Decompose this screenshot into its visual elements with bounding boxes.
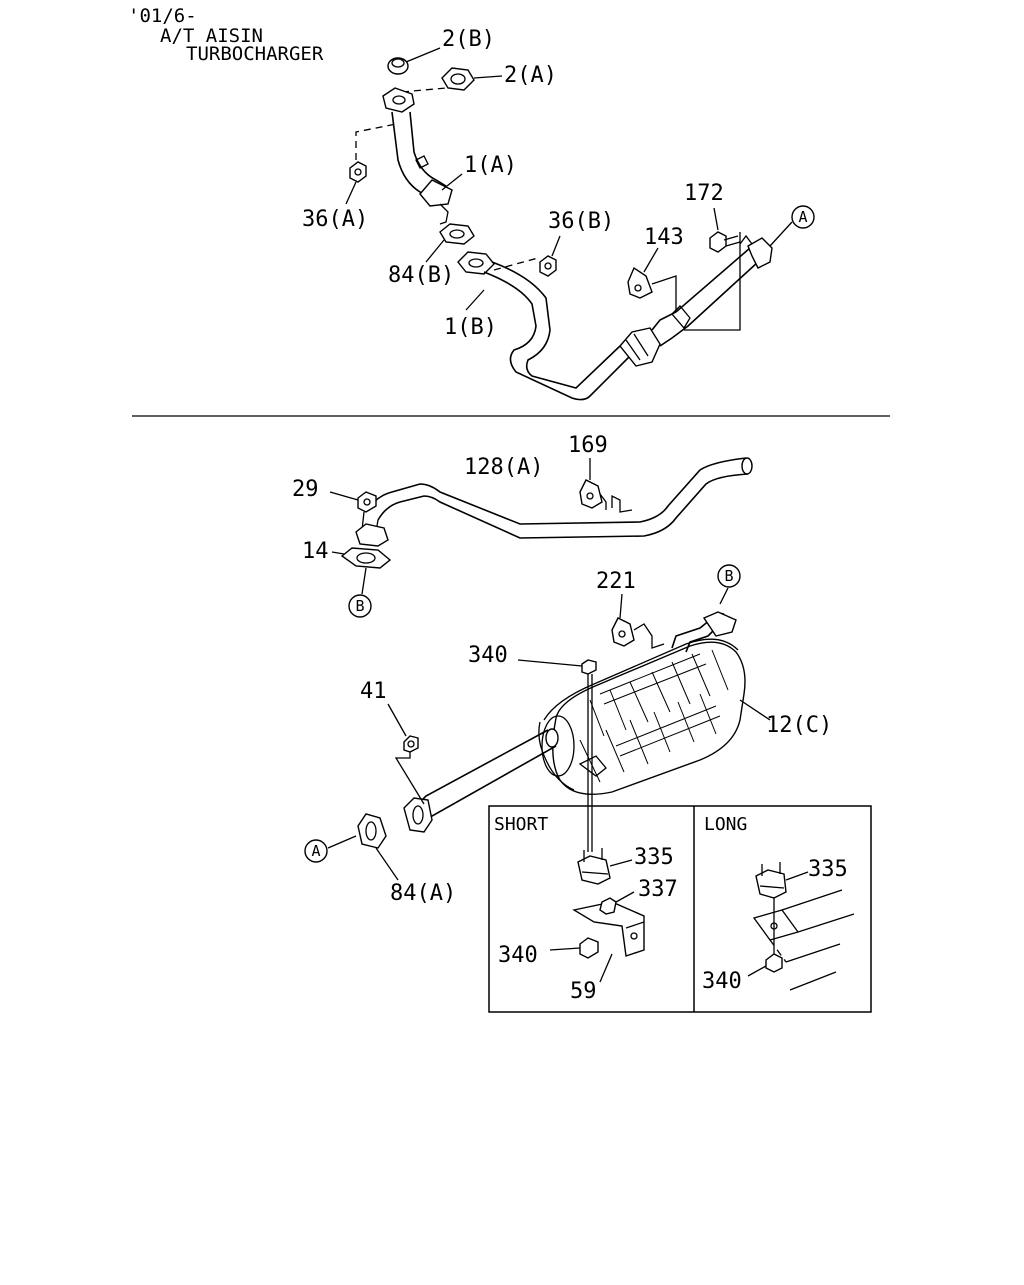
callout-12c: 12(C) xyxy=(766,713,832,738)
gasket-84a[interactable] xyxy=(357,813,387,849)
intermediate-pipe[interactable] xyxy=(403,728,559,833)
nut-41[interactable] xyxy=(403,735,419,753)
pipe-1b[interactable] xyxy=(457,251,633,401)
hanger-143[interactable] xyxy=(627,266,653,299)
callout-2a: 2(A) xyxy=(504,63,557,88)
callout-short-335: 335 xyxy=(634,845,674,870)
callout-84a: 84(A) xyxy=(390,881,456,906)
callout-short-59: 59 xyxy=(570,979,597,1004)
svg-text:B: B xyxy=(355,597,364,615)
svg-text:A: A xyxy=(311,842,320,860)
header-date: '01/6- xyxy=(128,5,197,27)
callout-143: 143 xyxy=(644,225,684,250)
callout-14: 14 xyxy=(302,539,329,564)
callout-340-top: 340 xyxy=(468,643,508,668)
bolt-172[interactable] xyxy=(709,231,741,253)
svg-text:A: A xyxy=(798,208,807,226)
flange-2a[interactable] xyxy=(441,67,475,91)
callout-128a: 128(A) xyxy=(464,455,543,480)
callout-1b: 1(B) xyxy=(444,315,497,340)
short-bracket-59[interactable] xyxy=(572,901,645,957)
callout-29: 29 xyxy=(292,477,319,502)
callout-41: 41 xyxy=(360,679,387,704)
short-mount-335[interactable] xyxy=(577,848,611,885)
callout-172: 172 xyxy=(684,181,724,206)
callout-short-337: 337 xyxy=(638,877,678,902)
mounting-inset: SHORT LONG 335 337 340 59 xyxy=(488,805,872,1013)
marker-b-right: B xyxy=(717,564,741,588)
callout-84b: 84(B) xyxy=(388,263,454,288)
callout-1a: 1(A) xyxy=(464,153,517,178)
inset-short-title: SHORT xyxy=(494,814,548,835)
callout-2b: 2(B) xyxy=(442,27,495,52)
short-nut-340[interactable] xyxy=(579,937,599,959)
callout-36a: 36(A) xyxy=(302,207,368,232)
svg-text:B: B xyxy=(724,567,733,585)
gasket-84b[interactable] xyxy=(439,223,475,245)
long-mount-335[interactable] xyxy=(755,862,787,899)
callout-long-335: 335 xyxy=(808,857,848,882)
center-pipe[interactable] xyxy=(619,234,773,367)
muffler-12c[interactable] xyxy=(538,611,746,795)
nut-29[interactable] xyxy=(357,491,377,513)
callout-36b: 36(B) xyxy=(548,209,614,234)
short-bolt-337[interactable] xyxy=(599,897,617,915)
nut-36a[interactable] xyxy=(349,161,367,183)
callout-221: 221 xyxy=(596,569,636,594)
gasket-14[interactable] xyxy=(340,547,392,569)
header-transmission: A/T AISIN xyxy=(160,25,263,47)
callout-169: 169 xyxy=(568,433,608,458)
hanger-169[interactable] xyxy=(579,479,603,509)
nut-340-top[interactable] xyxy=(581,659,597,675)
marker-a-top: A xyxy=(791,205,815,229)
long-nut-340[interactable] xyxy=(765,953,783,973)
pipe-1a[interactable] xyxy=(382,87,453,225)
callout-long-340: 340 xyxy=(702,969,742,994)
front-pipe-assembly: A xyxy=(345,47,815,401)
header-engine: TURBOCHARGER xyxy=(186,43,324,65)
hanger-221[interactable] xyxy=(611,617,635,647)
long-frame-rail xyxy=(752,889,855,991)
marker-a-bottom: A xyxy=(304,839,328,863)
inset-long-title: LONG xyxy=(704,814,747,835)
nut-36b[interactable] xyxy=(539,255,557,277)
marker-b-left: B xyxy=(348,594,372,618)
gasket-2b[interactable] xyxy=(387,57,409,75)
callout-short-340: 340 xyxy=(498,943,538,968)
tail-pipe-128a[interactable] xyxy=(355,457,753,547)
